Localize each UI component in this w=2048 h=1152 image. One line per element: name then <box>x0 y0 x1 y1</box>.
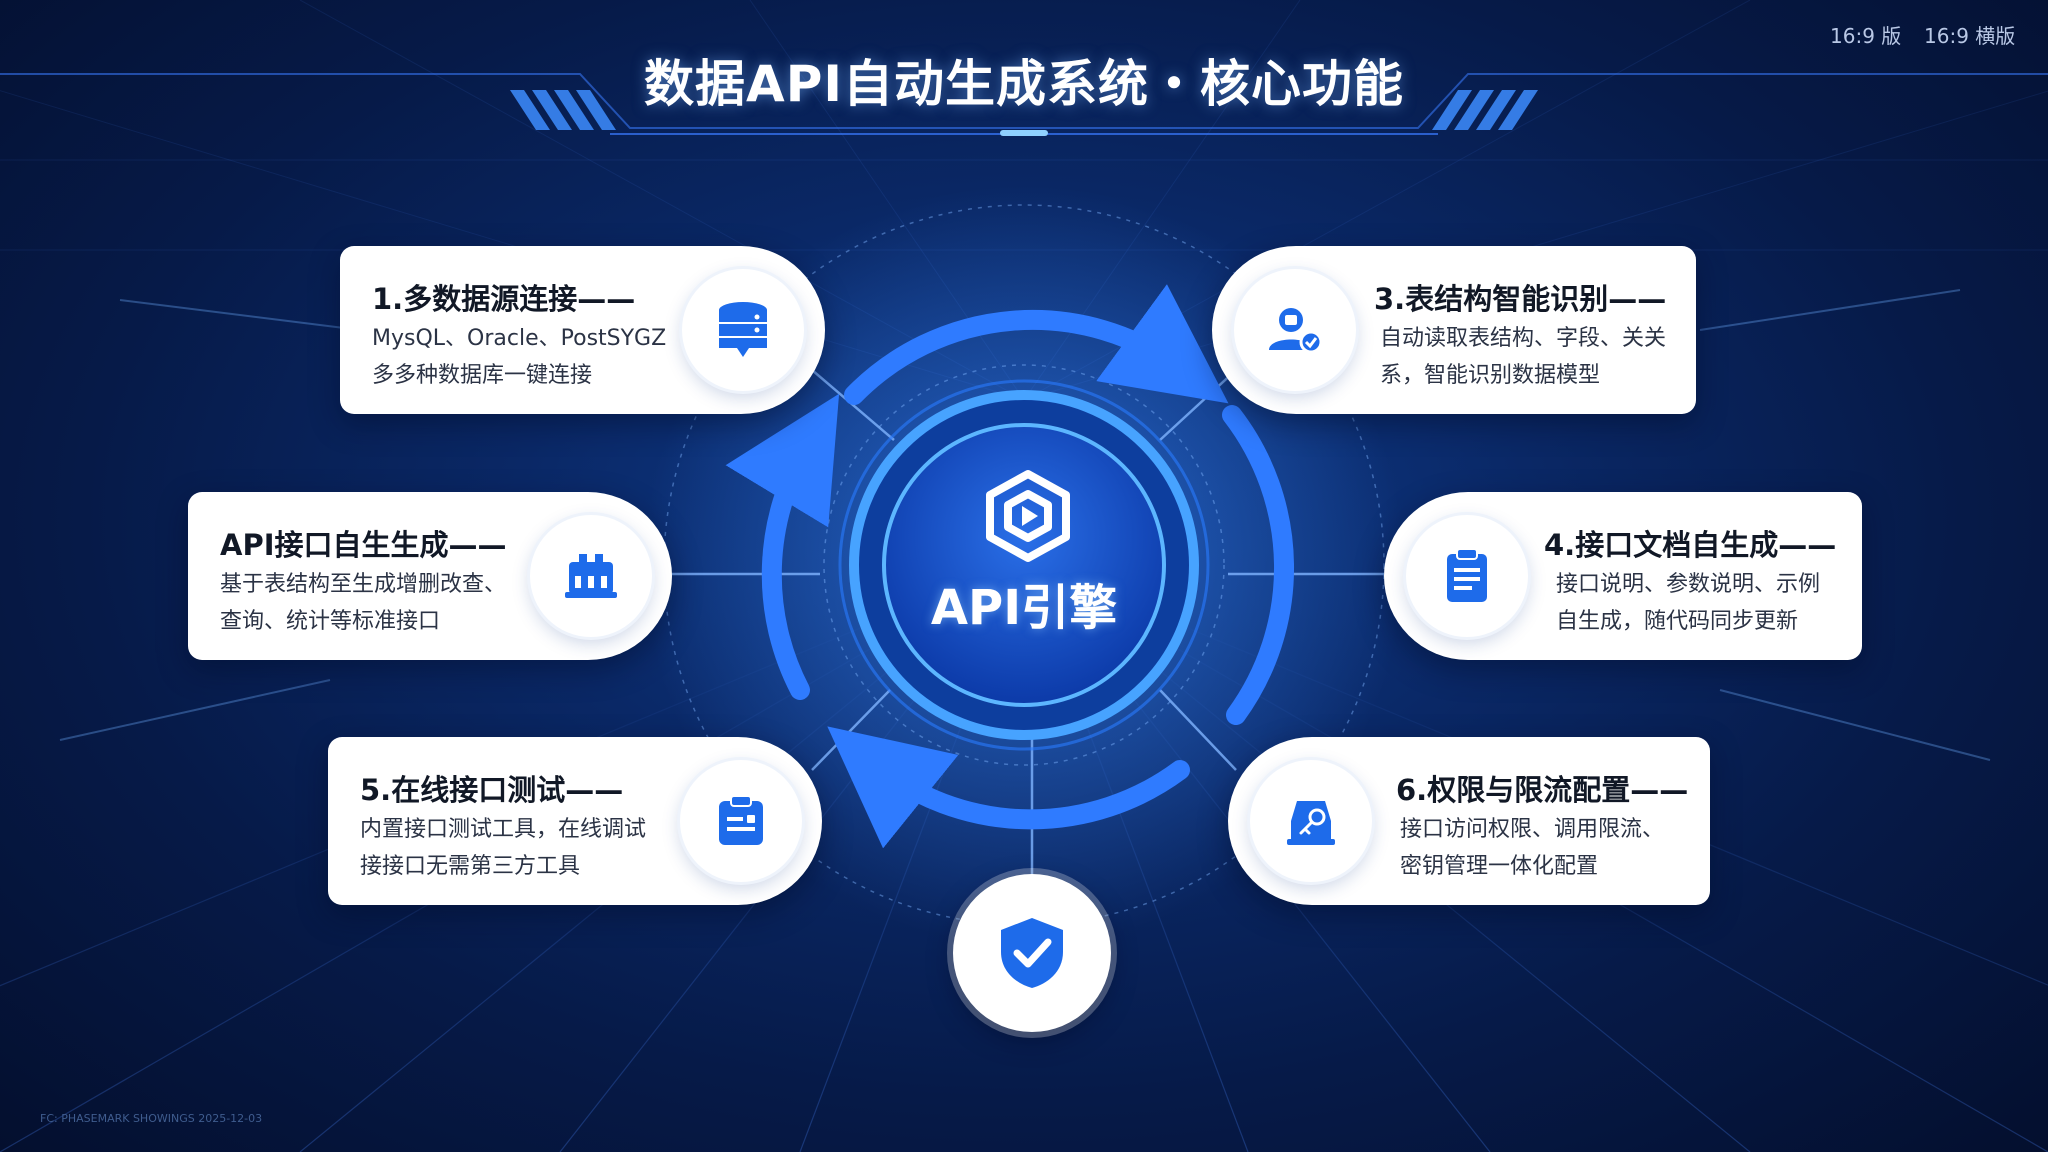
feature-badge <box>1406 515 1528 637</box>
feature-desc-line-2: 自生成，随代码同步更新 <box>1556 609 1799 634</box>
feature-badge <box>682 269 804 391</box>
permission-key-icon <box>1287 801 1335 845</box>
document-icon <box>1447 548 1487 602</box>
aspect-label-2: 16:9 横版 <box>1924 24 2016 48</box>
feature-title: 3.表结构智能识别—— <box>1374 282 1667 316</box>
clipboard-test-icon <box>719 795 763 845</box>
cycle-arrows <box>725 284 1295 849</box>
api-building-icon <box>565 554 617 598</box>
feature-card-table-recognition[interactable]: 3.表结构智能识别—— 自动读取表结构、字段、关关 系，智能识别数据模型 <box>1212 246 1696 414</box>
hub-inner-ring <box>882 423 1166 707</box>
engine-label: API引擎 <box>930 580 1118 636</box>
feature-desc-line-2: 接接口无需第三方工具 <box>360 854 581 879</box>
feature-title: 6.权限与限流配置—— <box>1396 773 1689 807</box>
feature-card-doc-generation[interactable]: 4.接口文档自生成—— 接口说明、参数说明、示例 自生成，随代码同步更新 <box>1384 492 1862 660</box>
feature-desc-line-1: 内置接口测试工具，在线调试 <box>360 817 647 842</box>
feature-card-permission-ratelimit[interactable]: 6.权限与限流配置—— 接口访问权限、调用限流、 密钥管理一体化配置 <box>1228 737 1710 905</box>
feature-title: 1.多数据源连接—— <box>372 282 636 316</box>
title-banner-frame <box>0 73 2048 136</box>
feature-desc-line-2: 多多种数据库一键连接 <box>372 363 593 388</box>
feature-card-multi-datasource[interactable]: 1.多数据源连接—— MysQL、Oracle、PostSYGZ 多多种数据库一… <box>340 246 825 414</box>
api-engine-logo-icon <box>986 470 1070 562</box>
feature-card-api-generation[interactable]: API接口自生生成—— 基于表结构至生成增删改查、 查询、统计等标准接口 <box>188 492 672 660</box>
feature-badge <box>1234 269 1356 391</box>
feature-title: 5.在线接口测试—— <box>360 773 624 807</box>
security-badge <box>953 874 1111 1032</box>
footer-note: FC: PHASEMARK SHOWINGS 2025-12-03 <box>40 1112 263 1125</box>
feature-desc-line-2: 系，智能识别数据模型 <box>1380 363 1601 388</box>
aspect-label-1: 16:9 版 <box>1830 24 1902 48</box>
feature-desc-line-1: 自动读取表结构、字段、关关 <box>1380 326 1667 351</box>
feature-badge <box>530 515 652 637</box>
feature-card-online-test[interactable]: 5.在线接口测试—— 内置接口测试工具，在线调试 接接口无需第三方工具 <box>328 737 822 905</box>
database-icon <box>719 302 767 357</box>
feature-desc-line-2: 查询、统计等标准接口 <box>220 609 441 634</box>
feature-title: API接口自生生成—— <box>220 528 507 562</box>
feature-desc-line-1: 基于表结构至生成增删改查、 <box>220 572 507 597</box>
feature-desc-line-1: 接口说明、参数说明、示例 <box>1556 572 1821 597</box>
user-verify-icon <box>1269 308 1323 354</box>
shield-check-icon <box>1001 918 1063 988</box>
feature-badge <box>680 760 802 882</box>
feature-desc-line-1: MysQL、Oracle、PostSYGZ <box>372 326 667 351</box>
feature-desc-line-1: 接口访问权限、调用限流、 <box>1400 817 1665 842</box>
feature-title: 4.接口文档自生成—— <box>1544 528 1837 562</box>
page-title: 数据API自动生成系统・核心功能 <box>644 55 1404 113</box>
feature-desc-line-2: 密钥管理一体化配置 <box>1400 854 1599 879</box>
feature-badge <box>1250 760 1372 882</box>
